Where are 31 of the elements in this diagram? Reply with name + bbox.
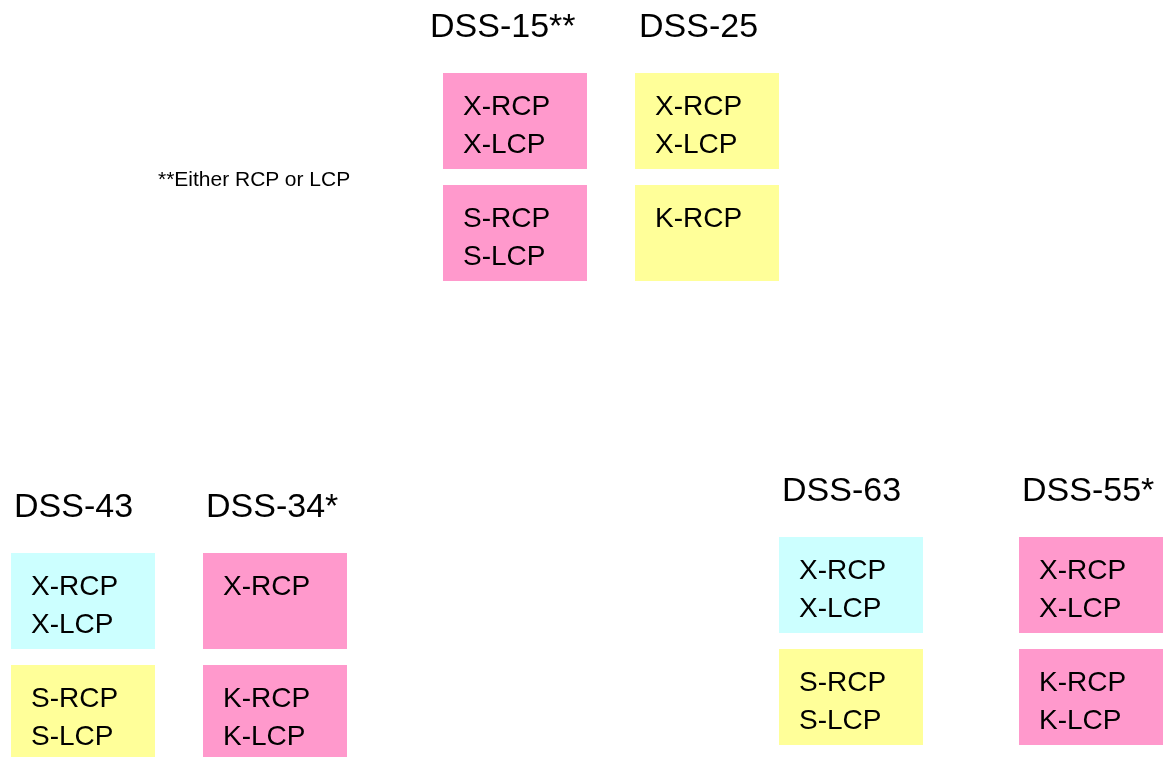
band-box <box>203 553 347 649</box>
antenna-heading: DSS-34* <box>206 486 339 525</box>
band-box <box>779 537 923 633</box>
band-box <box>443 73 587 169</box>
footnote: **Either RCP or LCP <box>158 167 351 191</box>
antenna-heading: DSS-43 <box>14 486 134 525</box>
band-box <box>11 665 155 757</box>
band-box <box>11 553 155 649</box>
band-label: S-RCP S-LCP <box>463 201 551 273</box>
band-box <box>1019 649 1163 745</box>
band-label: K-RCP K-LCP <box>1039 665 1127 737</box>
band-box <box>779 649 923 745</box>
band-box <box>203 665 347 757</box>
band-label: X-RCP X-LCP <box>1039 553 1127 625</box>
antenna-heading: DSS-55* <box>1022 470 1155 509</box>
band-label: S-RCP S-LCP <box>31 681 119 753</box>
antenna-heading: DSS-63 <box>782 470 902 509</box>
band-label: X-RCP X-LCP <box>655 89 743 161</box>
band-box <box>635 185 779 281</box>
band-label: X-RCP X-LCP <box>799 553 887 625</box>
band-label: X-RCP X-LCP <box>463 89 551 161</box>
band-label: K-RCP <box>655 201 744 235</box>
antenna-heading: DSS-15** <box>430 6 576 45</box>
band-label: X-RCP <box>223 569 312 603</box>
band-box <box>1019 537 1163 633</box>
band-label: K-RCP K-LCP <box>223 681 311 753</box>
band-label: S-RCP S-LCP <box>799 665 887 737</box>
band-box <box>443 185 587 281</box>
band-box <box>635 73 779 169</box>
band-label: X-RCP X-LCP <box>31 569 119 641</box>
antenna-heading: DSS-25 <box>639 6 759 45</box>
